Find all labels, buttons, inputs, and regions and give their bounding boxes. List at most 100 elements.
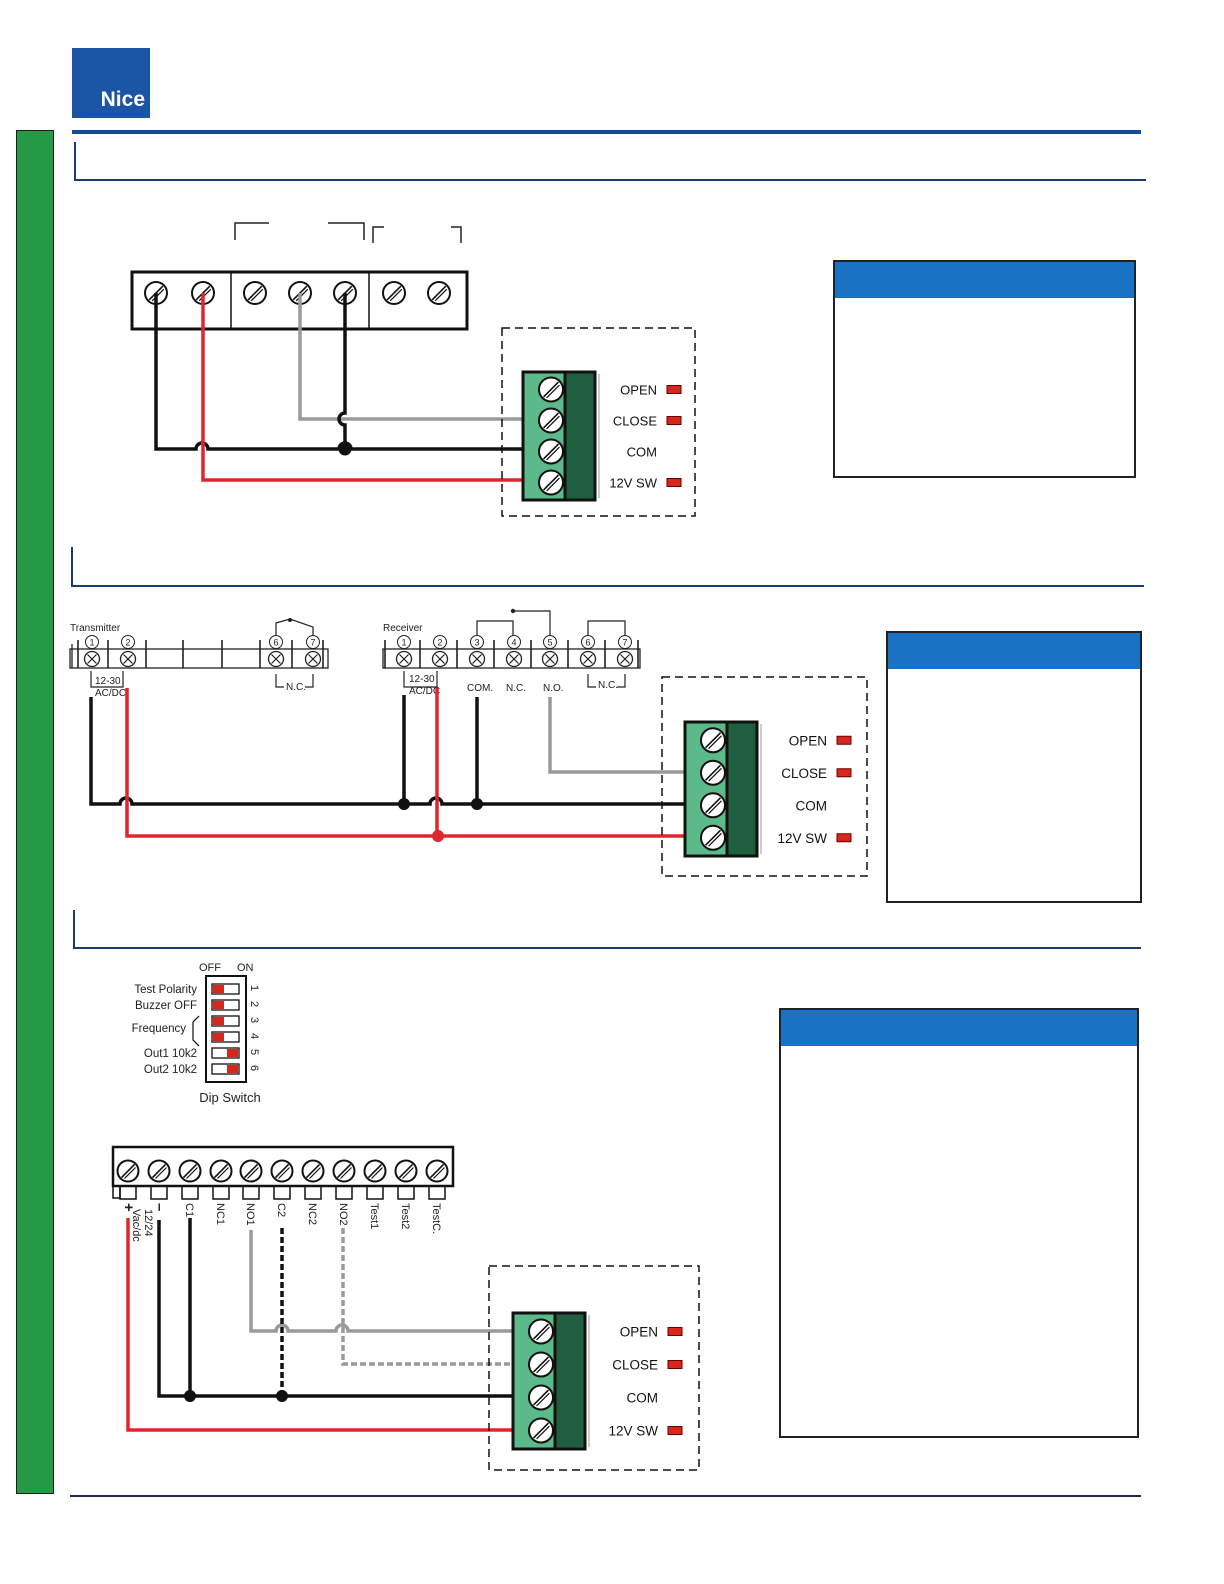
output-label-12v-sw: 12V SW [609,476,657,491]
transmitter-nc-label: N.C. [286,682,306,693]
dip-row-label: Test Polarity [134,984,197,996]
output-screw-1 [528,1318,554,1345]
dip-row-5: Out1 10k2 5 [144,1047,260,1060]
strip-screw-6 [270,1159,294,1183]
dip-off-label: OFF [199,962,221,974]
receiver-power-label-1: 12-30 [409,674,435,685]
svg-text:7: 7 [310,638,315,648]
terminal-label-2: – [151,1203,168,1211]
dip-row-number: 5 [248,1049,260,1055]
led-indicator [836,768,852,778]
strip-screw-7 [301,1159,325,1183]
svg-text:4: 4 [511,638,516,648]
transmitter-number-1: 1 [85,635,99,649]
receiver-screw-6 [579,650,597,668]
receiver-com-label: COM. [467,683,493,694]
output-screw-1 [700,727,726,754]
output-label-12v-sw: 12V SW [608,1424,658,1439]
svg-text:7: 7 [622,638,627,648]
receiver-number-3: 3 [470,635,484,649]
receiver-number-1: 1 [397,635,411,649]
dip-row-4: 4 [211,1031,260,1043]
strip-screw-8 [332,1159,356,1183]
strip-screw-1 [116,1159,140,1183]
strip-screw-10 [394,1159,418,1183]
receiver-number-6: 6 [581,635,595,649]
strip-screw-2 [147,1159,171,1183]
strip-screw-11 [425,1159,449,1183]
svg-text:2: 2 [125,638,130,648]
output-screw-4 [528,1417,554,1444]
svg-text:6: 6 [273,638,278,648]
output-screw-3 [700,792,726,819]
output-label-12v-sw: 12V SW [777,831,827,846]
dip-row-number: 6 [248,1065,260,1071]
dip-row-number: 4 [248,1033,260,1039]
dip-caption: Dip Switch [199,1090,260,1105]
terminal-label-9: Test1 [368,1203,380,1229]
dip-row-6: Out2 10k2 6 [144,1063,260,1076]
led-indicator [836,735,852,745]
svg-text:5: 5 [547,638,552,648]
transmitter-number-6: 6 [269,635,283,649]
section-1-wires [154,293,527,482]
output-dashed-box-1 [501,327,696,517]
receiver-power-label-2: AC/DC [409,686,440,697]
transmitter-screw-1 [83,650,101,668]
output-screw-2 [700,759,726,786]
output-label-close: CLOSE [613,414,657,429]
transmitter-number-7: 7 [306,635,320,649]
svg-text:6: 6 [585,638,590,648]
dip-row-label: Out1 10k2 [144,1048,197,1060]
output-label-com: COM [627,445,657,460]
power-label-1: 12/24 [142,1209,154,1237]
info-box-3-header [781,1010,1137,1046]
dip-row-number: 1 [248,985,260,991]
output-label-open: OPEN [789,733,827,748]
output-screw-4 [700,824,726,851]
svg-text:1: 1 [89,638,94,648]
info-box-1-header [835,262,1134,298]
logo-text: Nice [100,88,145,111]
info-box-2-header [888,633,1140,669]
terminal-label-5: NO1 [244,1203,256,1226]
output-screw-2 [528,1351,554,1378]
output-label-com: COM [627,1391,659,1406]
info-box-3 [779,1008,1139,1438]
output-screw-3 [528,1384,554,1411]
terminal-screw-6 [382,281,406,305]
receiver-screw-3 [468,650,486,668]
section-3-bracket [73,910,1141,949]
terminal-label-4: NC1 [214,1203,226,1225]
transmitter-power-label-2: AC/DC [95,688,126,699]
dip-on-label: ON [237,962,254,974]
transmitter-screw-3 [267,650,285,668]
receiver-screw-7 [616,650,634,668]
receiver-number-4: 4 [507,635,521,649]
output-screw-3 [538,438,564,465]
dip-frequency-label: Frequency [132,1023,187,1035]
receiver-nc2-label: N.C. [598,680,618,691]
output-dashed-box-3 [488,1265,700,1471]
info-box-2 [886,631,1142,903]
svg-text:2: 2 [437,638,442,648]
receiver-number-2: 2 [433,635,447,649]
output-label-com: COM [796,798,828,813]
led-indicator [666,478,682,487]
dip-row-label: Buzzer OFF [135,1000,197,1012]
green-sidebar [16,130,54,1494]
dip-row-1: Test Polarity 1 [134,983,260,996]
receiver-screw-2 [431,650,449,668]
transmitter-screw-2 [119,650,137,668]
receiver-nc-label: N.C. [506,683,526,694]
power-label-2: Vac/dc [130,1209,142,1242]
strip-screw-4 [209,1159,233,1183]
strip-screw-5 [239,1159,263,1183]
transmitter-screw-4 [304,650,322,668]
dip-row-label: Out2 10k2 [144,1064,197,1076]
